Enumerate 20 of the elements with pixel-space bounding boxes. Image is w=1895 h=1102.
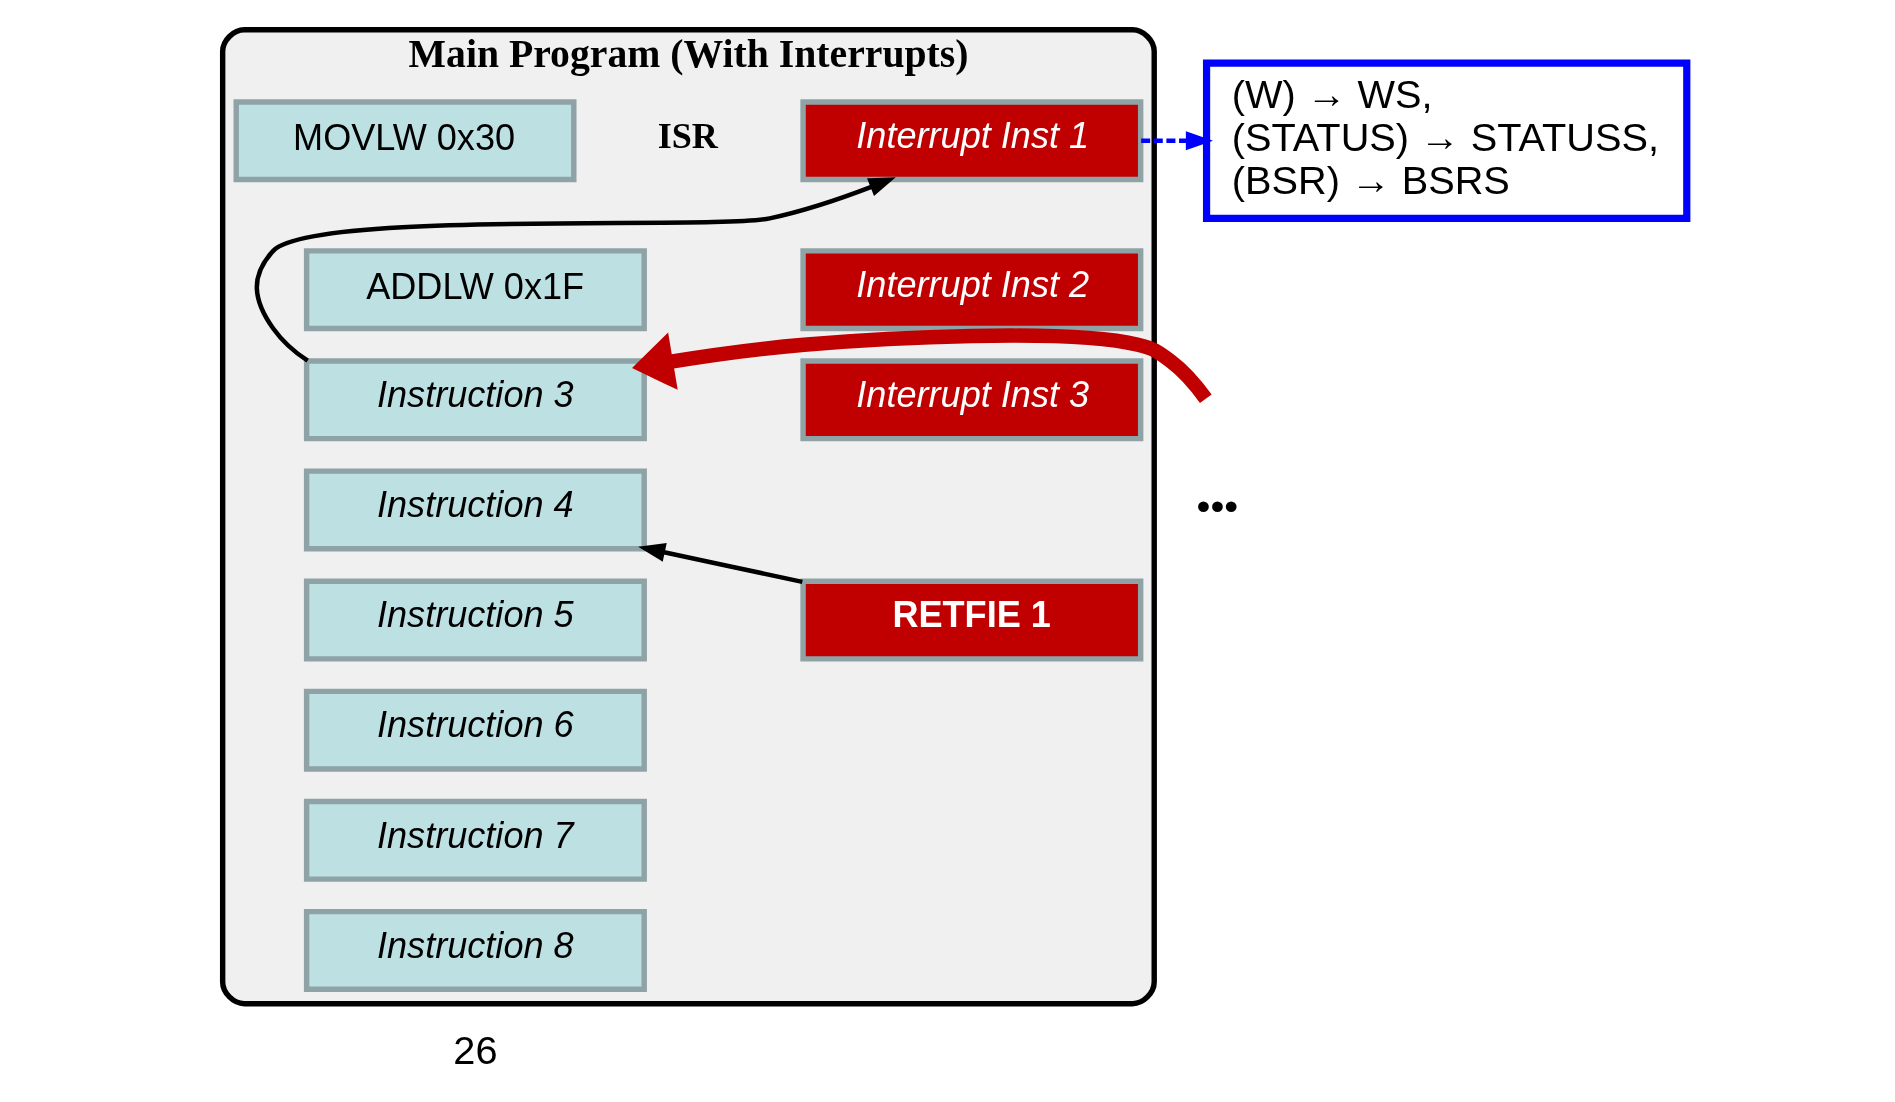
- node-box: Instruction 6: [303, 688, 647, 772]
- node-box: ADDLW 0x1F: [303, 248, 647, 332]
- node-box: Instruction 4: [303, 468, 647, 552]
- node-box: Instruction 8: [303, 908, 647, 992]
- node-box: Instruction 7: [303, 798, 647, 882]
- arrow: [1141, 131, 1213, 151]
- arrow: [632, 328, 1212, 404]
- node-box: Instruction 5: [303, 578, 647, 662]
- arrow: [254, 177, 896, 363]
- node-box: Interrupt Inst 3: [800, 358, 1144, 442]
- node-box: MOVLW 0x30: [233, 99, 577, 183]
- label: •••: [1196, 484, 1239, 529]
- node-box: (W) → WS, (STATUS) → STATUSS, (BSR) → BSRS: [1202, 59, 1691, 222]
- arrow: [638, 543, 803, 585]
- node-box: RETFIE 1: [800, 578, 1144, 662]
- node-box: Interrupt Inst 2: [800, 248, 1144, 332]
- node-box: Interrupt Inst 1: [800, 99, 1144, 183]
- label: 26: [453, 1028, 498, 1073]
- node-box: Instruction 3: [303, 358, 647, 442]
- node-label: ISR: [657, 115, 718, 156]
